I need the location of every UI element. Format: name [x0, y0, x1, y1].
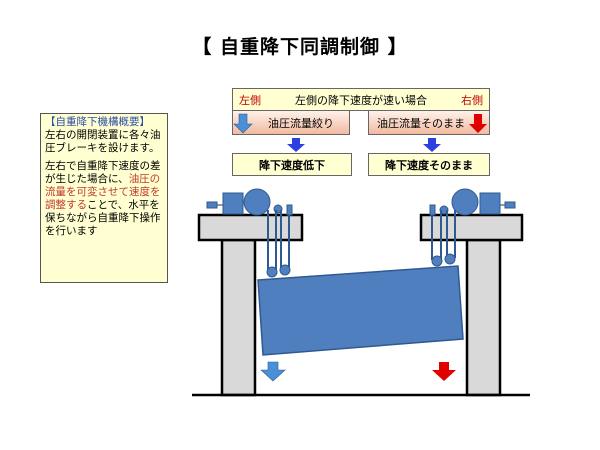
- slide-title: 【 自重降下同調制御 】: [192, 36, 408, 58]
- right-hoist-icon: [429, 188, 516, 267]
- flow-arrow-icon: [287, 138, 305, 152]
- slow-arrow-icon: [233, 113, 253, 134]
- slow-descent-arrow-icon: [260, 361, 286, 382]
- right-side-label: 右側: [461, 93, 483, 107]
- note-text: ことで、水平を保ちながら自重降下操作を行います: [45, 199, 161, 237]
- right-pier: [419, 213, 524, 397]
- left-pier: [197, 213, 304, 397]
- fast-arrow-icon: [469, 114, 487, 133]
- fast-descent-arrow-icon: [432, 362, 456, 381]
- condition-header: 左側 左側の降下速度が速い場合 右側: [232, 88, 490, 111]
- note-heading: 【自重降下機構概要】: [45, 116, 150, 128]
- left-result-box: 降下速度低下: [232, 153, 352, 176]
- left-action-box: 油圧流量絞り: [232, 110, 350, 135]
- note-para1: 左右の開閉装置に各々油圧ブレーキを設けます。: [45, 129, 161, 154]
- gate-leaf: [257, 265, 464, 356]
- right-result-box: 降下速度そのまま: [368, 153, 490, 176]
- note-para2: 左右で自重降下速度の差が生じた場合に、油圧の流量を可変させて速度を調整することで…: [45, 160, 163, 238]
- left-side-label: 左側: [239, 93, 261, 107]
- flow-arrow-icon: [423, 138, 441, 152]
- note-highlight: 油圧の流量を可変させて速度を調整する: [45, 173, 161, 211]
- overview-note: 【自重降下機構概要】 左右の開閉装置に各々油圧ブレーキを設けます。 左右で自重降…: [40, 113, 168, 283]
- right-action-box: 油圧流量そのまま: [368, 110, 490, 135]
- note-text: 左右で自重降下速度の差が生じた場合に、: [45, 160, 161, 185]
- condition-text: 左側の降下速度が速い場合: [295, 93, 427, 107]
- left-hoist-icon: [206, 188, 293, 278]
